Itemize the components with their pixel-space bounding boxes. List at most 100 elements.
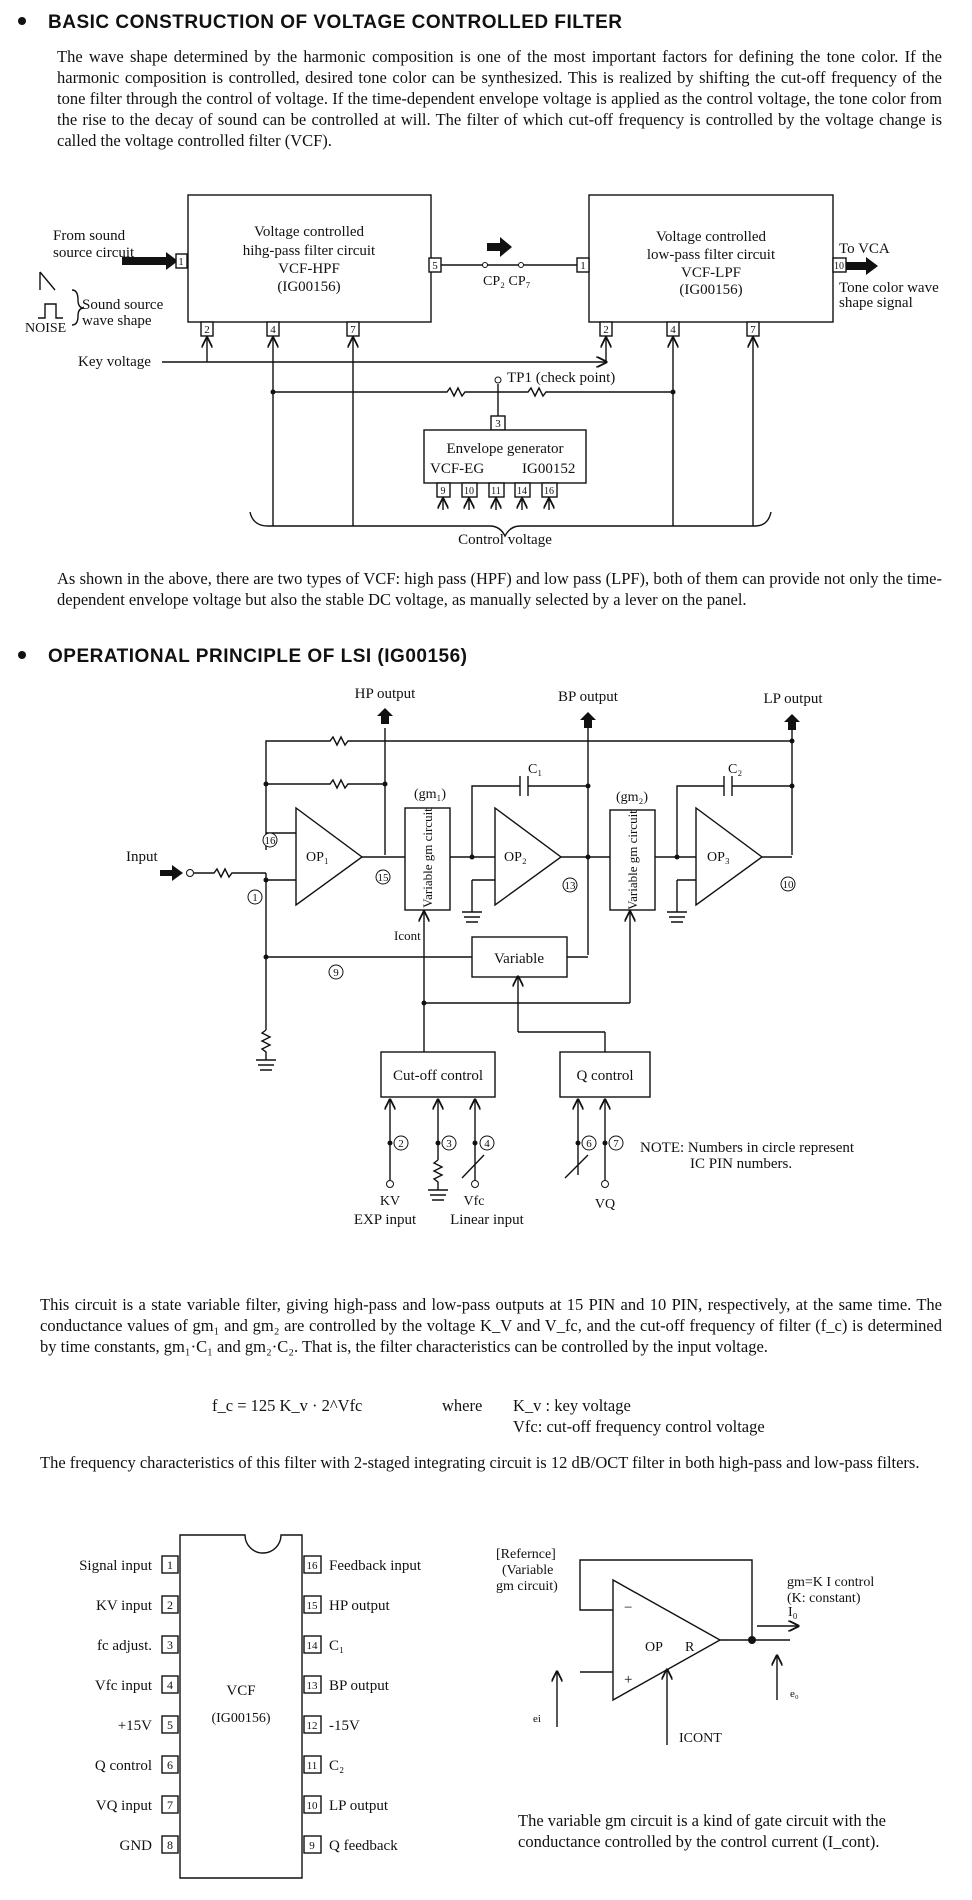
- tone-color-2: shape signal: [839, 295, 913, 311]
- lpf-label-2: low-pass filter circuit: [647, 247, 776, 263]
- svg-text:16: 16: [265, 835, 277, 847]
- kv-label: KV: [380, 1194, 400, 1209]
- ic-name: VCF: [226, 1683, 255, 1699]
- variable-block: [471, 936, 568, 978]
- vcf-lpf-block: [588, 194, 834, 323]
- pin-label: KV input: [96, 1598, 153, 1614]
- svg-text:4: 4: [270, 324, 276, 336]
- bullet-icon: [18, 16, 26, 25]
- svg-text:1: 1: [178, 256, 184, 268]
- gm2-label: (gm₂): [616, 790, 648, 805]
- cutoff-control-label: Cut-off control: [393, 1068, 483, 1084]
- lpf-label-3: VCF-LPF: [681, 265, 741, 281]
- op1-label: OP₁: [306, 850, 329, 865]
- svg-text:4: 4: [484, 1138, 490, 1150]
- q-control-label: Q control: [576, 1068, 633, 1084]
- signal-arrow-icon: [487, 237, 512, 257]
- eo-label: e₀: [790, 1688, 799, 1700]
- where-label: where: [442, 1396, 483, 1415]
- sound-source-1: Sound source: [82, 297, 164, 313]
- ref-line-2: (Variable: [502, 1563, 553, 1578]
- lpf-label-1: Voltage controlled: [656, 229, 767, 245]
- op3-label: OP₃: [707, 850, 730, 865]
- pin-label: -15V: [329, 1718, 360, 1734]
- cutoff-control-block: [380, 1051, 496, 1098]
- hpf-label-3: VCF-HPF: [278, 261, 340, 277]
- kv-definition: K_v : key voltage: [513, 1396, 631, 1415]
- intro-paragraph: The wave shape determined by the harmoni…: [57, 47, 942, 150]
- envelope-generator-block: [423, 429, 587, 484]
- note-line-1: NOTE: Numbers in circle represent: [640, 1140, 855, 1156]
- eg-label-2: VCF-EG: [430, 461, 484, 477]
- eg-part: IG00152: [522, 461, 575, 477]
- pin-number: 9: [309, 1840, 315, 1852]
- ic-package: [179, 1534, 303, 1879]
- svg-text:10: 10: [464, 486, 474, 497]
- svg-text:3: 3: [495, 418, 501, 430]
- control-voltage-brace: [249, 511, 772, 538]
- svg-text:15: 15: [378, 872, 390, 884]
- variable-gm1-block: [404, 807, 451, 911]
- input-label: Input: [126, 849, 158, 865]
- ic-pin-left: 3fc adjust.: [97, 1635, 179, 1654]
- section-heading-basic-construction: BASIC CONSTRUCTION OF VOLTAGE CONTROLLED…: [18, 12, 622, 34]
- op2-label: OP₂: [504, 850, 527, 865]
- svg-text:9: 9: [441, 486, 446, 497]
- control-voltage-label: Control voltage: [458, 532, 552, 548]
- brace-icon: [71, 289, 85, 326]
- c2-label: C₂: [728, 762, 742, 777]
- pin-number: 15: [307, 1600, 319, 1612]
- ref-line-3: gm circuit): [496, 1579, 558, 1594]
- svg-text:13: 13: [565, 880, 577, 892]
- c1-label: C₁: [528, 762, 542, 777]
- square-wave-icon: [38, 303, 63, 319]
- ic-pin-left: 6Q control: [95, 1755, 179, 1774]
- svg-text:2: 2: [204, 324, 210, 336]
- sawtooth-wave-icon: [39, 271, 56, 291]
- lsi-circuit-diagram: HP output BP output LP output OP₁ Input …: [126, 686, 855, 1228]
- pin-label: LP output: [329, 1798, 389, 1814]
- hp-out-arrow-icon: [377, 708, 393, 724]
- svg-text:1: 1: [252, 892, 258, 904]
- pin-label: Feedback input: [329, 1558, 422, 1574]
- vcf-types-paragraph: As shown in the above, there are two typ…: [57, 569, 942, 609]
- ei-label: ei: [533, 1713, 541, 1725]
- lp-output-label: LP output: [763, 691, 823, 707]
- icont-label: Icont: [394, 928, 421, 943]
- vfc-label: Vfc: [464, 1194, 485, 1209]
- svg-text:16: 16: [544, 486, 554, 497]
- hpf-label-4: (IG00156): [277, 279, 340, 295]
- pin-label: Signal input: [79, 1558, 153, 1574]
- pin-label: HP output: [329, 1598, 391, 1614]
- formula: f_c = 125 K_v · 2^Vfc: [212, 1396, 363, 1415]
- svg-text:14: 14: [517, 486, 527, 497]
- variable-gm2-block: [609, 809, 656, 911]
- bullet-icon: [18, 650, 26, 659]
- vcf-block-diagram: Voltage controlled hihg-pass filter circ…: [25, 194, 939, 548]
- frequency-paragraph: The frequency characteristics of this fi…: [40, 1453, 920, 1472]
- linear-input-label: Linear input: [450, 1212, 525, 1228]
- from-sound-1: From sound: [53, 228, 126, 244]
- svg-text:7: 7: [350, 324, 356, 336]
- tp1-label: TP1 (check point): [507, 370, 615, 386]
- to-vca-label: To VCA: [839, 241, 890, 257]
- bp-out-arrow-icon: [580, 712, 596, 728]
- svg-text:10: 10: [783, 879, 795, 891]
- pin-number: 7: [167, 1798, 173, 1812]
- input-arrow-icon: [122, 252, 178, 270]
- eg-label-1: Envelope generator: [446, 441, 563, 457]
- op1-amplifier: [295, 806, 364, 907]
- ref-plus: +: [624, 1672, 632, 1688]
- gm-line-1: gm=K I control: [787, 1575, 874, 1590]
- eg-input-pins: 9 10 11 14 16: [436, 482, 558, 510]
- svg-text:6: 6: [586, 1138, 592, 1150]
- pin-label: VQ input: [96, 1798, 153, 1814]
